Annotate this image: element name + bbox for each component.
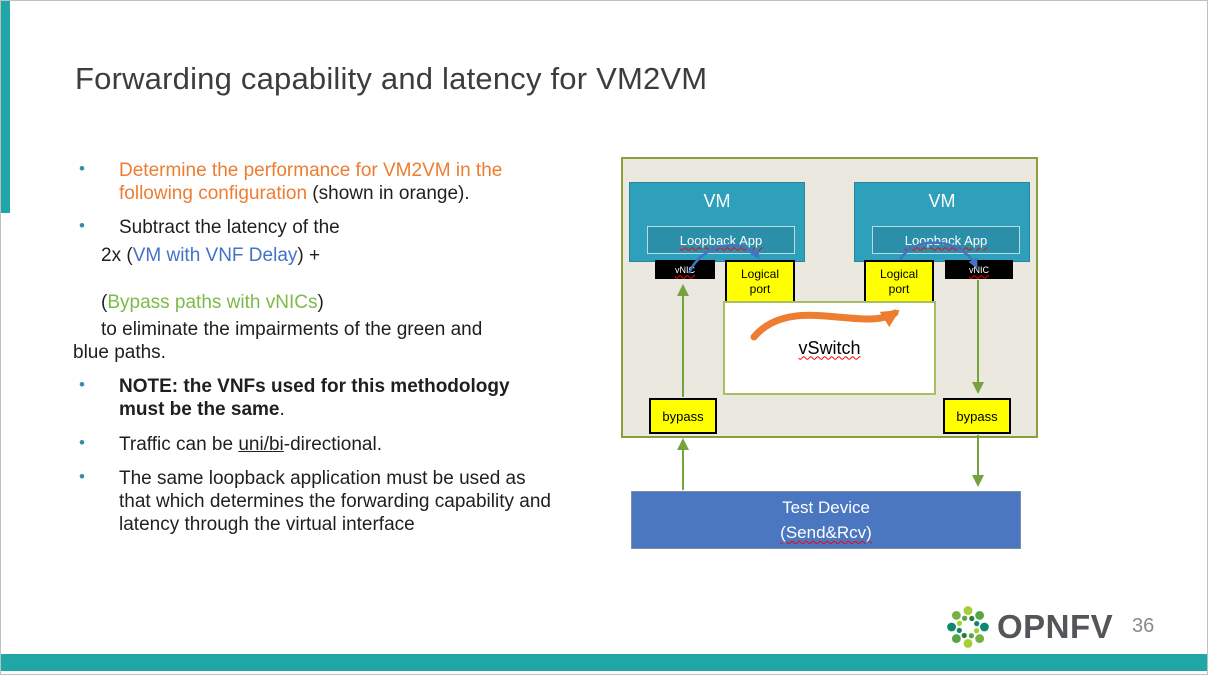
test-device-box: Test Device (Send&Rcv) [631, 491, 1021, 549]
vm-left-label: VM [703, 191, 731, 211]
left-accent-bar [1, 1, 10, 213]
slide-title: Forwarding capability and latency for VM… [75, 61, 708, 96]
sub-line-3: to eliminate the impairments of the gree… [101, 318, 551, 341]
sub-line-4: blue paths. [73, 341, 551, 364]
vnic-left-box: vNIC [655, 260, 715, 279]
bullet-text: Subtract the latency of the [119, 216, 551, 239]
sub-line-2: (Bypass paths with vNICs) [101, 291, 551, 314]
sub-line-text: to eliminate the impairments of the gree… [101, 318, 483, 340]
sub-line-text: blue paths. [73, 342, 166, 364]
page-number: 36 [1132, 615, 1155, 637]
bullet-text: (shown in orange). [307, 183, 470, 205]
sub-line-text-green: Bypass paths with vNICs [107, 291, 318, 313]
sub-line-text: ) + [297, 244, 321, 266]
vswitch-box: vSwitch [723, 301, 936, 395]
opnfv-logo: OPNFV [945, 604, 1113, 650]
opnfv-logo-icon [947, 606, 989, 648]
bullet-text-bold: NOTE: the VNFs used for this methodology… [119, 376, 510, 421]
bullet-text-orange: Determine the performance for VM2VM in t… [119, 160, 503, 205]
sub-line-text: 2x ( [101, 244, 133, 266]
loopback-app-left-box: Loopback App [647, 226, 795, 254]
bullet-item-1: Determine the performance for VM2VM in t… [73, 159, 551, 205]
sub-line-text-blue: VM with VNF Delay [132, 244, 298, 266]
loopback-app-right-label: Loopback App [904, 232, 988, 248]
bypass-right-box: bypass [943, 398, 1011, 434]
vnic-right-box: vNIC [945, 260, 1013, 279]
vm-right-label: VM [928, 191, 956, 211]
loopback-app-right-box: Loopback App [872, 226, 1020, 254]
bypass-right-label: bypass [956, 408, 998, 424]
bullet-list: Determine the performance for VM2VM in t… [73, 159, 551, 547]
vnic-left-label: vNIC [675, 264, 695, 275]
bypass-left-box: bypass [649, 398, 717, 434]
logical-port-left-label: Logical port [740, 266, 780, 296]
vnic-right-label: vNIC [969, 264, 989, 275]
test-device-sublabel: (Send&Rcv) [780, 523, 872, 542]
bullet-text-underlined: uni/bi [238, 433, 284, 455]
bypass-left-label: bypass [662, 408, 704, 424]
bottom-accent-bar [1, 654, 1207, 671]
sub-line-1: 2x (VM with VNF Delay) + [101, 244, 551, 267]
sub-line-text: ) [317, 291, 324, 313]
bullet-item-4: Traffic can be uni/bi-directional. [73, 433, 551, 456]
logical-port-right-box: Logical port [864, 260, 934, 303]
bullet-text: The same loopback application must be us… [119, 467, 551, 536]
bullet-text: -directional. [283, 433, 382, 455]
bullet-text: Subtract the latency of the [119, 217, 340, 239]
vswitch-label: vSwitch [798, 337, 861, 358]
bullet-item-2: Subtract the latency of the 2x (VM with … [73, 216, 551, 364]
test-device-label: Test Device [782, 497, 870, 517]
bullet-text: . [279, 399, 285, 421]
logical-port-right-label: Logical port [879, 266, 919, 296]
bullet-item-3: NOTE: the VNFs used for this methodology… [73, 375, 551, 421]
sub-line-text: ( [101, 291, 108, 313]
logical-port-left-box: Logical port [725, 260, 795, 303]
loopback-app-left-label: Loopback App [679, 232, 763, 248]
bullet-item-5: The same loopback application must be us… [73, 467, 551, 537]
bullet-text: Traffic can be [119, 433, 239, 455]
opnfv-logo-text: OPNFV [997, 608, 1114, 645]
